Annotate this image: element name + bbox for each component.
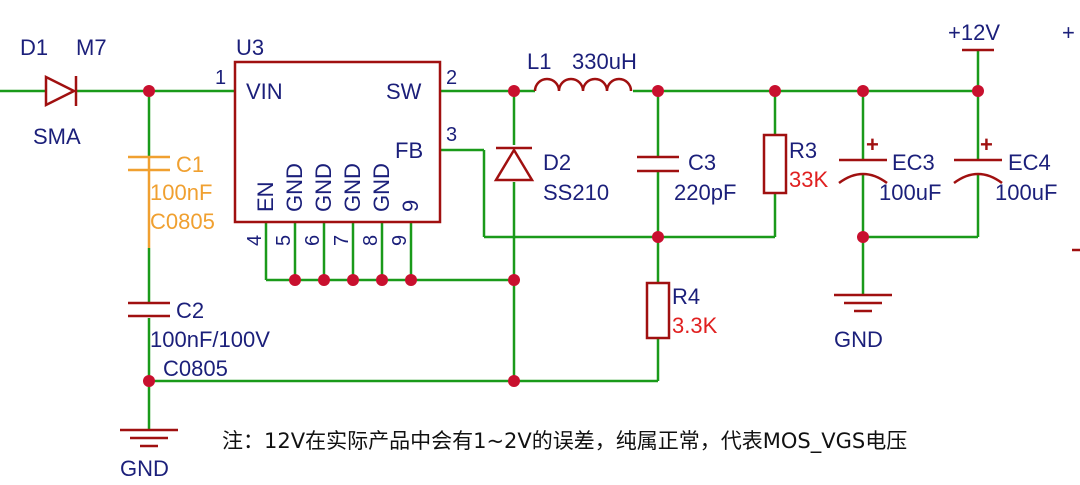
- u3-num-9: 9: [389, 235, 411, 246]
- u3-num-1: 1: [215, 67, 226, 89]
- r3-ref: R3: [789, 138, 817, 163]
- ic-u3-body: [233, 60, 442, 224]
- u3-pin-gnd-8: GND: [369, 163, 394, 212]
- ec3-value: 100uF: [879, 180, 941, 205]
- d1-ref: D1: [20, 35, 48, 60]
- u3-num-5: 5: [273, 235, 295, 246]
- u3-pin-9-label: 9: [398, 200, 423, 212]
- junction-bottom-d2: [508, 375, 520, 387]
- r4-value: 3.3K: [672, 313, 718, 338]
- ec4-polarity: +: [980, 132, 993, 157]
- junction-ec-gnd: [857, 231, 869, 243]
- resistor-r3: [762, 133, 788, 195]
- capacitor-c1: [128, 155, 170, 248]
- junction-l1-out: [652, 85, 664, 97]
- u3-num-8: 8: [360, 235, 382, 246]
- capacitor-c3: [637, 155, 679, 173]
- c3-ref: C3: [688, 150, 716, 175]
- junction-pin6: [318, 274, 330, 286]
- junction-input: [143, 85, 155, 97]
- electrolytic-capacitor-ec4: [953, 158, 1003, 185]
- gnd-left-label: GND: [120, 456, 169, 481]
- l1-value: 330uH: [572, 49, 637, 74]
- u3-num-2: 2: [446, 67, 457, 89]
- d1-package: SMA: [33, 124, 81, 149]
- diode-d1: [44, 74, 78, 108]
- u3-num-6: 6: [302, 235, 324, 246]
- u3-num-3: 3: [446, 124, 457, 146]
- junction-ec3-top: [857, 85, 869, 97]
- r3-value: 33K: [789, 167, 828, 192]
- r4-ref: R4: [672, 284, 700, 309]
- inductor-l1: [533, 77, 633, 92]
- u3-pin-gnd-6: GND: [311, 163, 336, 212]
- junction-pin8: [376, 274, 388, 286]
- junction-pin7: [347, 274, 359, 286]
- c2-package: C0805: [163, 356, 228, 381]
- c3-value: 220pF: [674, 180, 736, 205]
- u3-pin-sw: SW: [386, 79, 422, 104]
- diode-d2: [493, 146, 535, 182]
- c2-ref: C2: [176, 298, 204, 323]
- c1-ref: C1: [176, 152, 204, 177]
- junction-pin9: [405, 274, 417, 286]
- junction-fb-node: [652, 231, 664, 243]
- junction-ec4-top: [972, 85, 984, 97]
- ec4-value: 100uF: [995, 180, 1057, 205]
- u3-ref: U3: [236, 35, 264, 60]
- junction-pin5: [289, 274, 301, 286]
- gnd-right-label: GND: [834, 327, 883, 352]
- wires: [0, 50, 980, 430]
- d1-model: M7: [76, 35, 107, 60]
- power-12v-label: +12V: [948, 20, 1000, 45]
- junctions: [143, 85, 984, 387]
- capacitor-c2: [128, 301, 170, 318]
- resistor-r4: [645, 281, 671, 340]
- u3-num-7: 7: [331, 235, 353, 246]
- gnd-symbol-left: [120, 428, 178, 448]
- u3-pin-gnd-5: GND: [282, 163, 307, 212]
- ec3-ref: EC3: [892, 150, 935, 175]
- d2-ref: D2: [543, 150, 571, 175]
- ec3-polarity: +: [866, 132, 879, 157]
- gnd-symbol-right: [834, 293, 892, 313]
- junction-bottom-left: [143, 375, 155, 387]
- u3-pin-en: EN: [253, 181, 278, 212]
- u3-num-4: 4: [244, 235, 266, 246]
- ec4-ref: EC4: [1008, 150, 1051, 175]
- c2-value: 100nF/100V: [150, 327, 270, 352]
- junction-gnd-d2: [508, 274, 520, 286]
- junction-r3-top: [769, 85, 781, 97]
- u3-pin-vin: VIN: [246, 79, 283, 104]
- c1-value: 100nF: [150, 180, 212, 205]
- u3-pin-fb: FB: [395, 138, 423, 163]
- c1-package: C0805: [150, 209, 215, 234]
- power-partial-label: +: [1062, 20, 1075, 45]
- electrolytic-capacitor-ec3: [838, 158, 888, 185]
- d2-value: SS210: [543, 180, 609, 205]
- note-text: 注：12V在实际产品中会有1~2V的误差，纯属正常，代表MOS_VGS电压: [222, 429, 907, 454]
- junction-sw: [508, 85, 520, 97]
- u3-pin-gnd-7: GND: [340, 163, 365, 212]
- l1-ref: L1: [527, 49, 551, 74]
